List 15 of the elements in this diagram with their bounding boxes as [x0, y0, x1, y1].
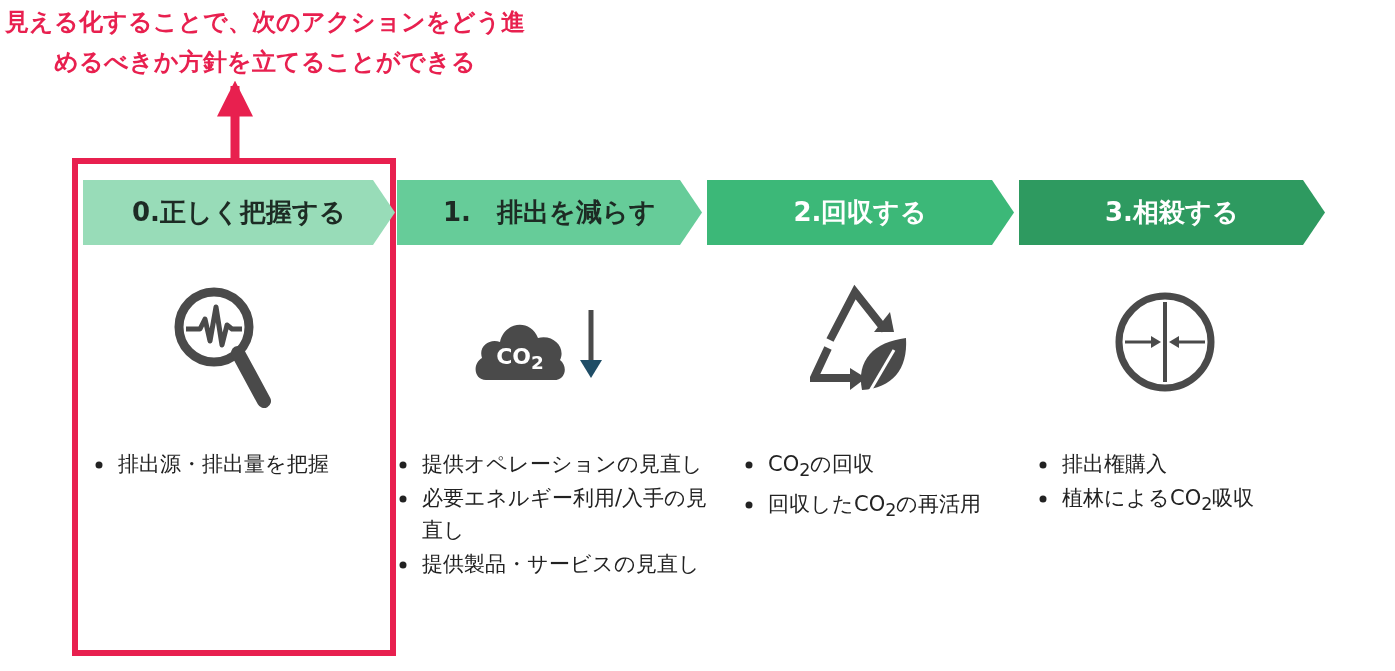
bullet-text: 提供製品・サービスの見直し [422, 552, 700, 576]
callout-text: 見える化することで、次のアクションをどう進めるべきか方針を立てることができる [0, 2, 530, 82]
bullet-text: 植林によるCO$_{2}$吸収 [1062, 486, 1255, 510]
bullet-text: 回収したCO$_{2}$の再活用 [768, 492, 982, 516]
bullet-text: CO$_{2}$の回収 [768, 452, 875, 476]
arrow [217, 80, 253, 158]
chevron-step: 0.正しく把握する [83, 180, 395, 245]
chevron-step: 2.回収する [707, 180, 1014, 245]
chevron-step: 1. 排出を減らす [397, 180, 702, 245]
bullet-text: 排出権購入 [1062, 452, 1167, 476]
highlight-frame [72, 158, 396, 656]
bullet-text: 提供オペレーションの見直し [422, 452, 703, 476]
chevron-step: 3.相殺する [1019, 180, 1325, 245]
bullet-text: 必要エネルギー利用/入手の見直し [422, 486, 708, 542]
bullet-text: 排出源・排出量を把握 [118, 452, 329, 476]
